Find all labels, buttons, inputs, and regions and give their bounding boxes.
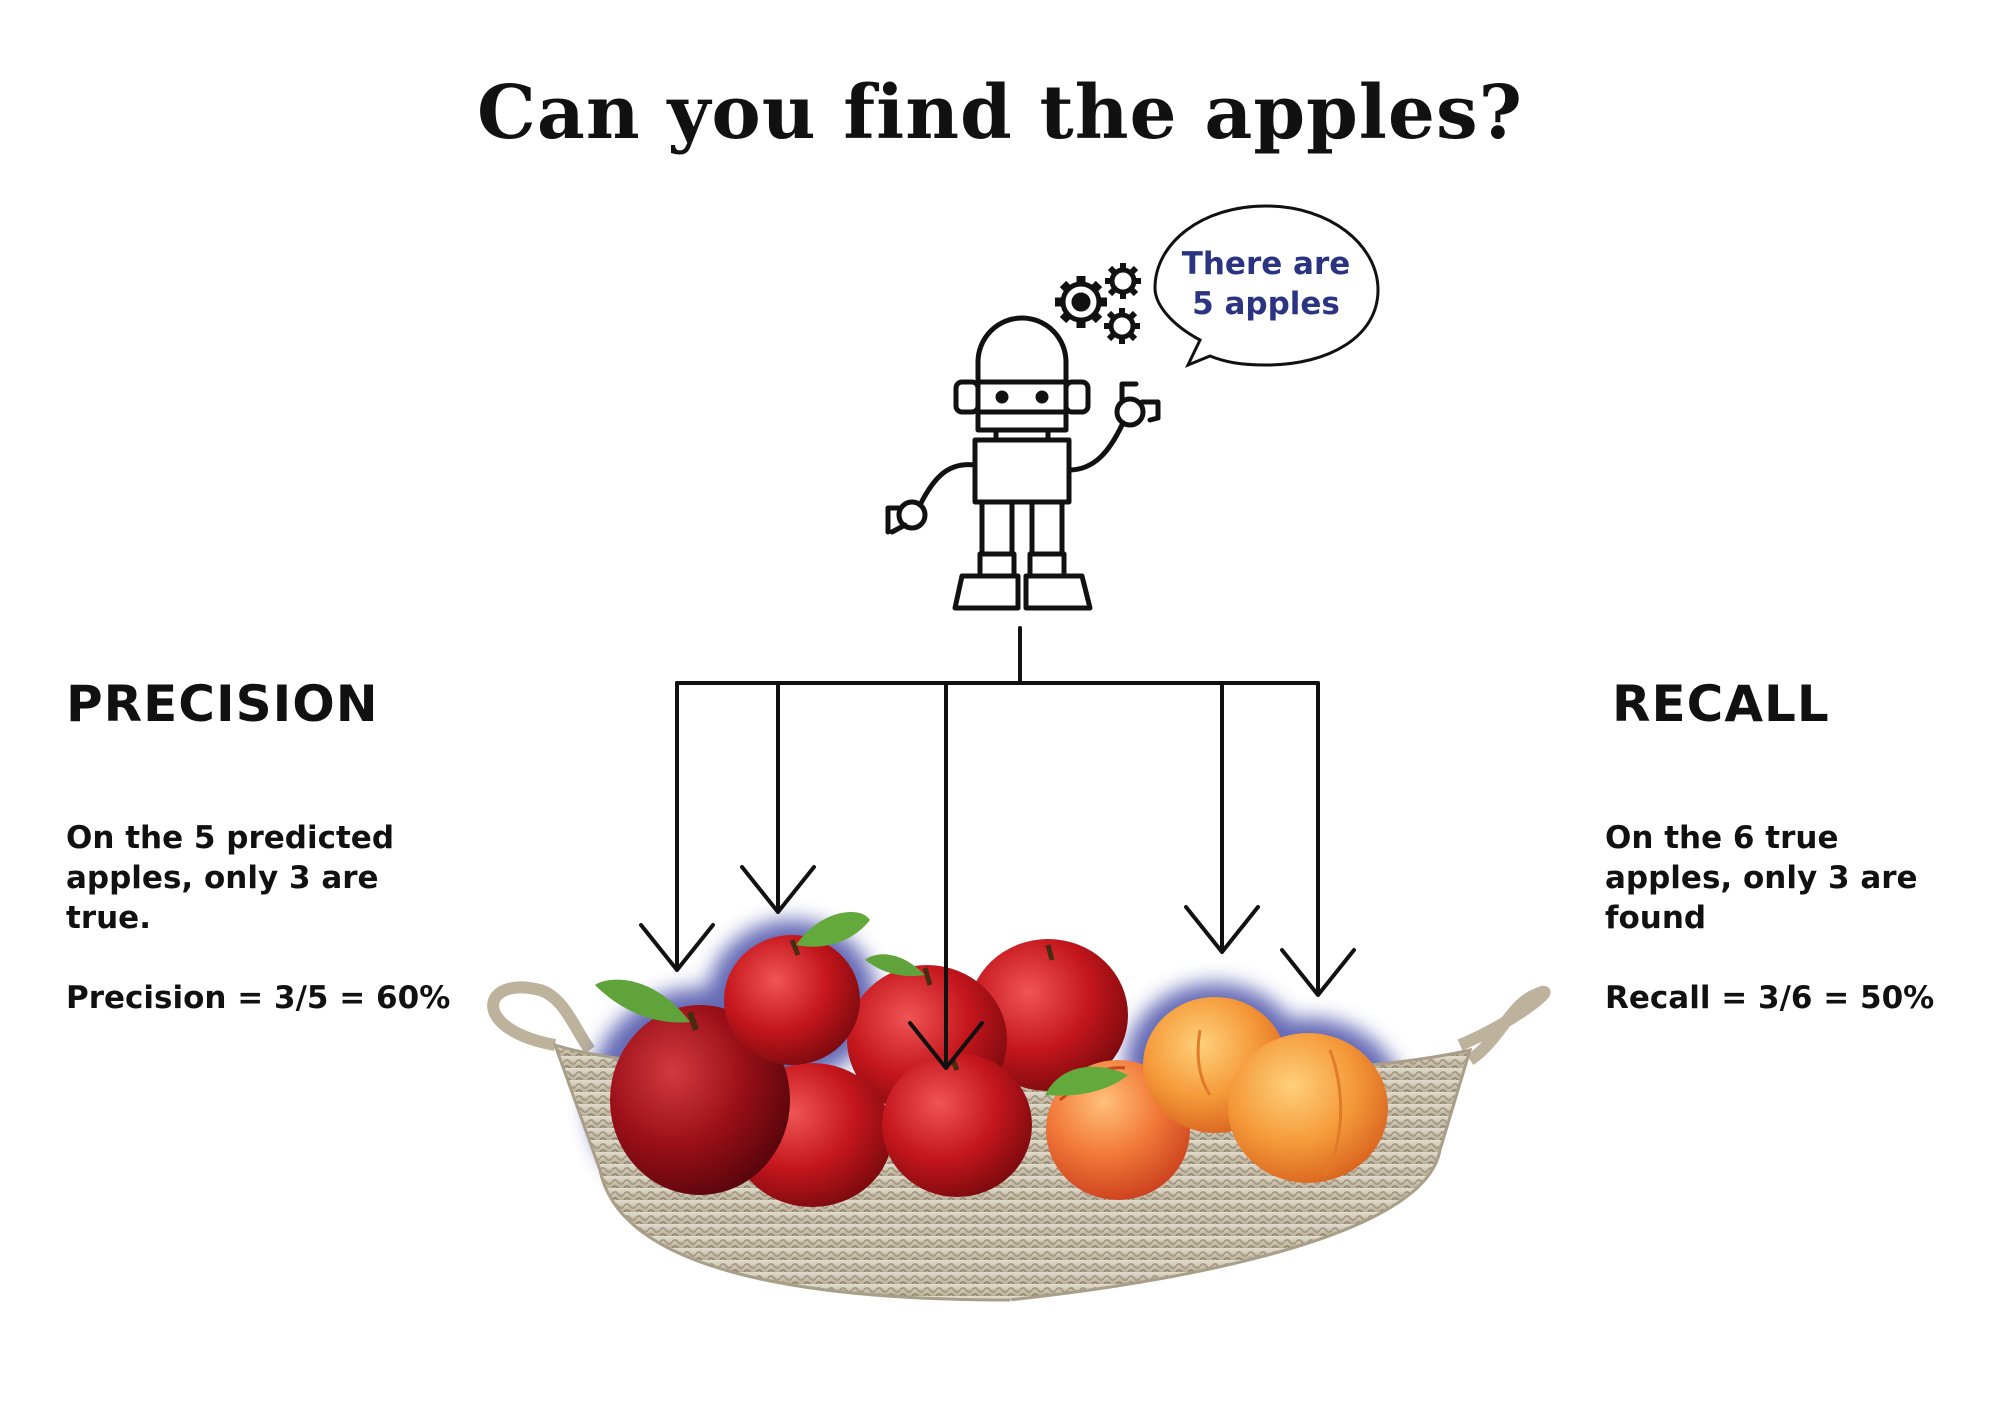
arrow-5 — [1280, 681, 1356, 997]
recall-formula: Recall = 3/6 = 50% — [1605, 980, 1935, 1016]
apple-back-right — [968, 939, 1128, 1091]
speech-line-1: There are — [1181, 246, 1351, 282]
speech-bubble — [1153, 204, 1380, 368]
recall-line-1: On the 6 true — [1605, 820, 1839, 856]
basket-handles — [487, 981, 1551, 1065]
apple-top-selected — [724, 912, 870, 1065]
precision-text: On the 5 predicted apples, only 3 are tr… — [66, 818, 496, 1018]
recall-line-3: found — [1605, 900, 1707, 936]
fruits — [595, 912, 1388, 1207]
arrow-1 — [639, 681, 715, 972]
apple-front-selected — [882, 1053, 1032, 1197]
precision-line-2: apples, only 3 are — [66, 860, 379, 896]
speech-line-2: 5 apples — [1192, 286, 1340, 322]
gears-icon — [1055, 263, 1141, 344]
page-title: Can you find the apples? — [476, 70, 1524, 156]
peach-front-selected — [1228, 1033, 1388, 1183]
recall-text: On the 6 true apples, only 3 are found R… — [1605, 818, 1985, 1018]
arrow-3 — [908, 681, 984, 1070]
arrow-4 — [1184, 681, 1260, 954]
apple-left-selected — [595, 979, 790, 1195]
arrow-2 — [740, 681, 816, 914]
precision-line-3: true. — [66, 900, 151, 936]
robot-icon — [885, 315, 1161, 611]
precision-line-1: On the 5 predicted — [66, 820, 395, 856]
prediction-arrows — [639, 626, 1356, 1070]
recall-heading: RECALL — [1612, 675, 1830, 733]
precision-formula: Precision = 3/5 = 60% — [66, 980, 451, 1016]
recall-line-2: apples, only 3 are — [1605, 860, 1918, 896]
precision-heading: PRECISION — [66, 675, 379, 733]
speech-bubble-text: There are 5 apples — [1158, 244, 1374, 324]
